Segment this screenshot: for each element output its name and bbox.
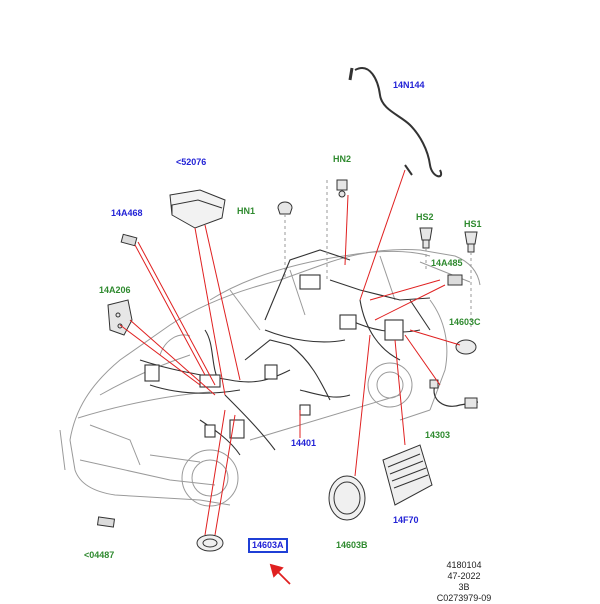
ref-line-4: C0273979-09 [436,593,492,603]
ref-line-2: 47-2022 [447,571,481,581]
clip-04487 [96,516,116,528]
callout-14603c: 14603C [449,317,481,327]
grommet-14603a [196,534,224,552]
grommet-14603c [455,339,477,355]
reference-block: 4180104 47-2022 3B C0273979-09 [434,560,494,604]
callout-14a206: 14A206 [99,285,131,295]
grommet-14603b [328,475,366,521]
harness-14303 [433,384,479,407]
red-leaders [119,169,461,536]
bracket-14a206 [107,299,133,336]
callout-14303: 14303 [425,430,451,440]
callout-04487: <04487 [84,550,115,560]
callout-14603a-highlighted: 14603A [248,538,288,553]
callout-hs1: HS1 [464,219,482,229]
part-14a485 [447,274,463,286]
callout-14603b: 14603B [336,540,368,550]
dashed-leaders [284,180,472,330]
hs2-sensor [419,227,433,249]
callout-14n144: 14N144 [393,80,425,90]
callout-hs2: HS2 [416,212,434,222]
hn2-connector [336,179,348,198]
ref-line-1: 4180104 [446,560,482,570]
callout-hn1: HN1 [237,206,256,216]
module-14f70 [382,444,433,506]
ref-line-3: 3B [458,582,470,592]
callout-14a468: 14A468 [111,208,143,218]
module-52076 [169,189,226,229]
part-14a468 [120,233,138,247]
red-arrow [269,563,291,585]
callout-14a485: 14A485 [431,258,463,268]
hn1-connector [277,201,293,215]
wiring-harness [139,249,431,456]
callout-52076: <52076 [176,157,207,167]
callout-hn2: HN2 [333,154,352,164]
vehicle-outline [59,249,481,507]
hs1-sensor [464,231,478,253]
callout-14f70: 14F70 [393,515,419,525]
callout-14401: 14401 [291,438,317,448]
harness-14n144 [354,67,443,178]
